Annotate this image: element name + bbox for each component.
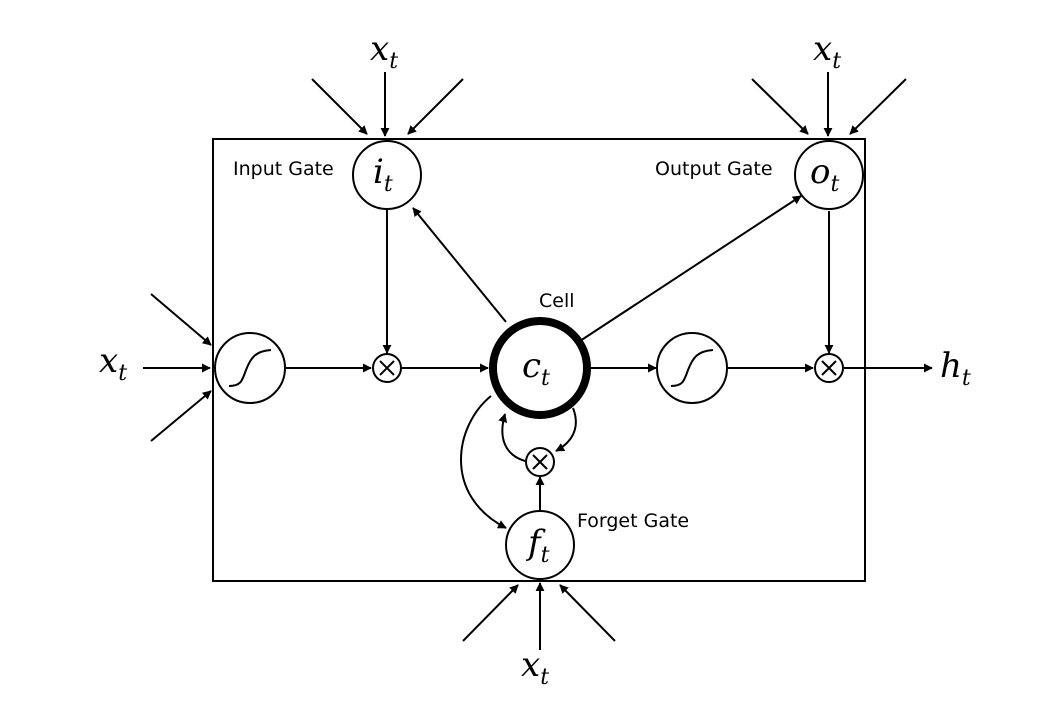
x-t-label-left: xt <box>99 341 127 386</box>
input-gate-node: it <box>352 140 422 210</box>
h-t-label: ht <box>940 346 971 391</box>
output-activation-node <box>656 332 728 404</box>
x-t-label-top-right: xt <box>813 29 841 74</box>
lstm-block <box>212 138 866 582</box>
input-activation-node <box>214 332 286 404</box>
cell-input-inputs: xt <box>99 293 212 442</box>
x-t-label-top-left: xt <box>370 29 398 74</box>
output-gate-label: Output Gate <box>655 158 773 180</box>
forget-multiply-node <box>525 447 555 477</box>
output-multiply-node <box>814 353 844 383</box>
sigmoid-icon <box>228 349 272 387</box>
forget-gate-label: Forget Gate <box>577 510 689 532</box>
x-t-label-bottom: xt <box>521 645 549 690</box>
forget-gate-inputs: xt <box>462 582 616 690</box>
output-gate-node: ot <box>794 140 864 210</box>
svg-text:it: it <box>373 152 393 197</box>
input-gate-label: Input Gate <box>233 158 334 180</box>
svg-text:ct: ct <box>522 346 550 391</box>
forget-gate-node: ft <box>505 510 575 580</box>
sigmoid-icon <box>670 349 714 387</box>
cell-label: Cell <box>539 290 575 312</box>
input-multiply-node <box>372 353 402 383</box>
output-gate-inputs: xt <box>751 29 907 137</box>
input-gate-inputs: xt <box>311 29 464 137</box>
svg-text:ot: ot <box>810 152 839 197</box>
cell-node: ct <box>489 317 591 419</box>
internal-connections <box>286 195 933 529</box>
